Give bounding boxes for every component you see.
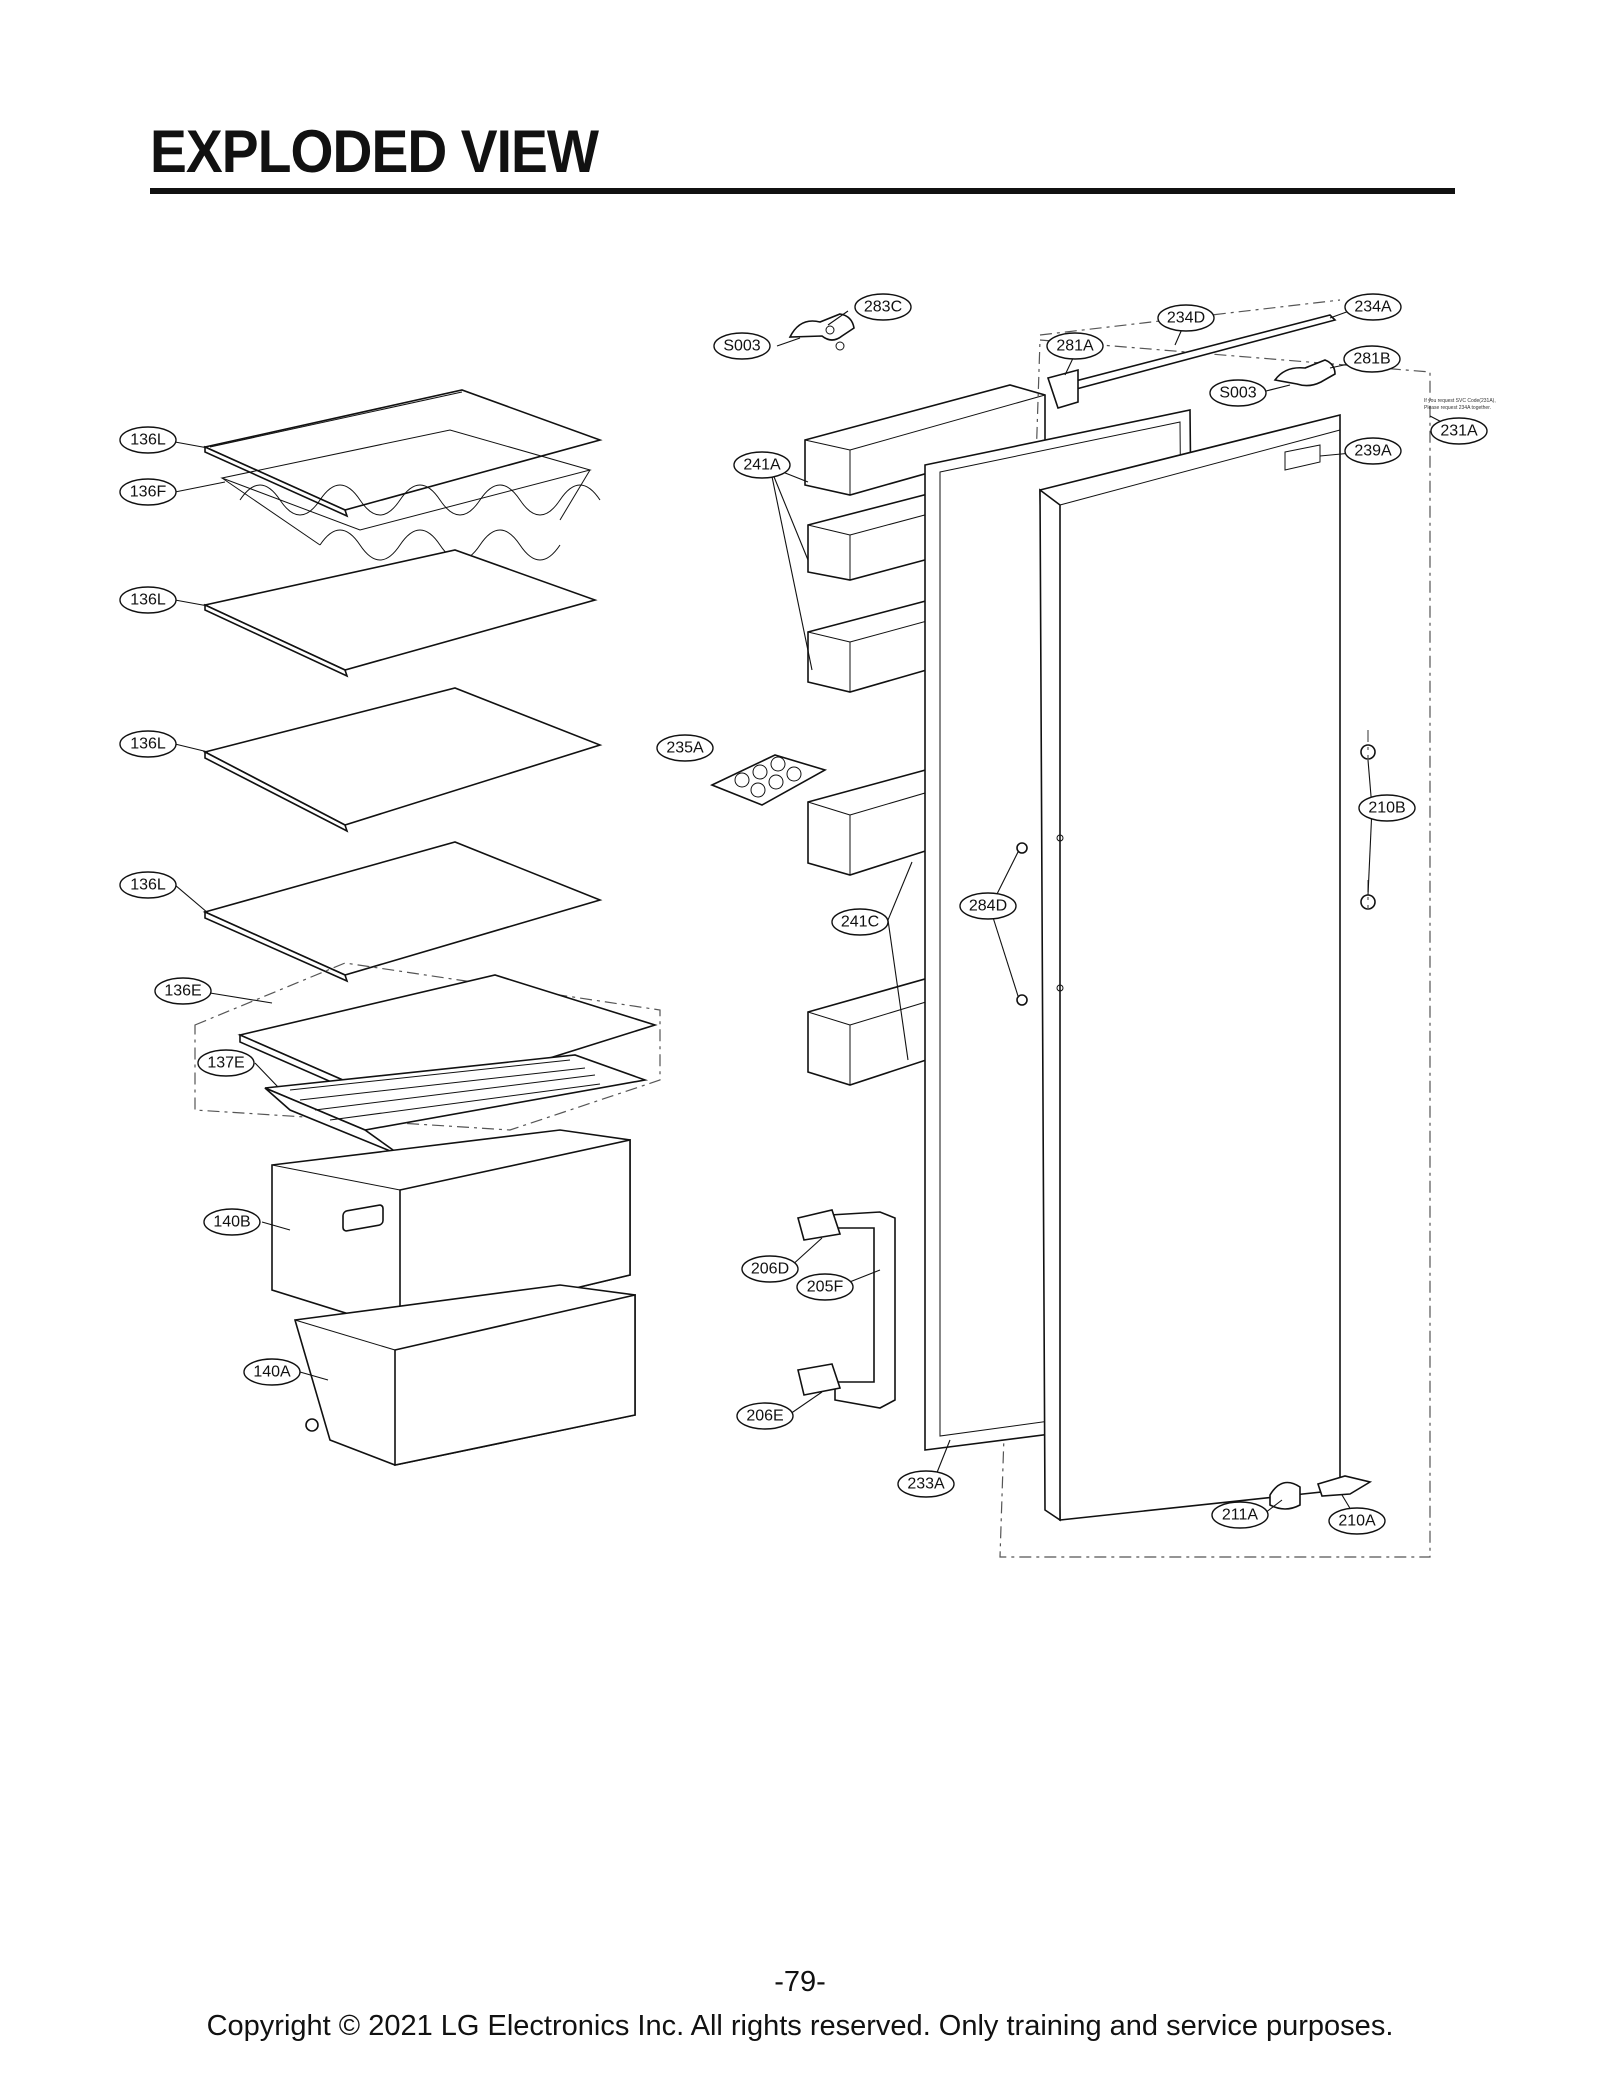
shelf-3-drawing bbox=[202, 687, 603, 833]
label-231a: 231A bbox=[1430, 417, 1488, 445]
egg-tray-drawing bbox=[710, 754, 828, 806]
label-210b: 210B bbox=[1358, 794, 1416, 822]
page-title: EXPLODED VIEW bbox=[150, 118, 599, 185]
svg-text:239A: 239A bbox=[1354, 443, 1392, 460]
bottom-hinge-drawing bbox=[1269, 1475, 1373, 1510]
svg-text:136L: 136L bbox=[130, 736, 166, 753]
svg-text:211A: 211A bbox=[1222, 1507, 1259, 1524]
svg-text:210A: 210A bbox=[1338, 1513, 1376, 1530]
svg-text:S003: S003 bbox=[1219, 385, 1256, 402]
svg-text:233A: 233A bbox=[907, 1476, 945, 1493]
svg-text:136E: 136E bbox=[164, 983, 201, 1000]
svg-text:231A: 231A bbox=[1440, 423, 1478, 440]
svg-text:136L: 136L bbox=[130, 877, 166, 894]
door-stopper-drawing bbox=[1360, 730, 1376, 910]
label-136l-2: 136L bbox=[119, 586, 177, 614]
label-241c: 241C bbox=[831, 908, 889, 936]
svg-text:136F: 136F bbox=[130, 484, 167, 501]
svg-text:206D: 206D bbox=[751, 1261, 789, 1278]
drawer-upper-drawing bbox=[271, 1129, 631, 1332]
copyright-notice: Copyright © 2021 LG Electronics Inc. All… bbox=[206, 2010, 1394, 2042]
label-234a: 234A bbox=[1344, 293, 1402, 321]
handle-drawing bbox=[797, 1209, 896, 1409]
label-234d: 234D bbox=[1157, 304, 1215, 332]
tray-drawing bbox=[264, 1054, 649, 1156]
shelf-4-drawing bbox=[202, 841, 603, 983]
label-140a: 140A bbox=[243, 1358, 301, 1386]
shelf-top-drawing bbox=[202, 389, 603, 518]
label-s003-top: S003 bbox=[713, 332, 771, 360]
label-136f: 136F bbox=[119, 478, 177, 506]
svg-text:140A: 140A bbox=[253, 1364, 291, 1381]
label-137e: 137E bbox=[197, 1049, 255, 1077]
label-210a: 210A bbox=[1328, 1507, 1386, 1535]
label-136l-3: 136L bbox=[119, 730, 177, 758]
label-283c: 283C bbox=[854, 293, 912, 321]
svg-text:284D: 284D bbox=[969, 898, 1007, 915]
exploded-view-diagram: If you request SVC Code(231A), Please re… bbox=[119, 293, 1496, 1558]
title-rule bbox=[150, 188, 1455, 194]
svg-text:206E: 206E bbox=[746, 1408, 783, 1425]
svg-text:235A: 235A bbox=[666, 740, 704, 757]
svg-text:241C: 241C bbox=[841, 914, 879, 931]
svg-text:205F: 205F bbox=[807, 1279, 844, 1296]
label-239a: 239A bbox=[1344, 437, 1402, 465]
svg-text:281B: 281B bbox=[1353, 351, 1390, 368]
label-281b: 281B bbox=[1343, 345, 1401, 373]
label-206d: 206D bbox=[741, 1255, 799, 1283]
shelf-2-drawing bbox=[202, 549, 598, 678]
svg-text:210B: 210B bbox=[1368, 800, 1405, 817]
door-panel-drawing bbox=[1039, 413, 1341, 1522]
svg-text:234A: 234A bbox=[1354, 299, 1392, 316]
label-281a: 281A bbox=[1046, 332, 1104, 360]
svg-text:283C: 283C bbox=[864, 299, 902, 316]
door-top-cap-drawing bbox=[1039, 299, 1341, 409]
label-235a: 235A bbox=[656, 734, 714, 762]
label-s003-door: S003 bbox=[1209, 379, 1267, 407]
label-206e: 206E bbox=[736, 1402, 794, 1430]
label-241a: 241A bbox=[733, 451, 791, 479]
label-140b: 140B bbox=[203, 1208, 261, 1236]
wine-rack-drawing bbox=[220, 429, 601, 561]
label-211a: 211A bbox=[1211, 1501, 1269, 1529]
label-233a: 233A bbox=[897, 1470, 955, 1498]
door-hinge-drawing bbox=[1273, 359, 1336, 387]
svg-text:281A: 281A bbox=[1056, 338, 1094, 355]
svg-text:137E: 137E bbox=[207, 1055, 244, 1072]
svg-text:136L: 136L bbox=[130, 592, 166, 609]
svg-text:S003: S003 bbox=[723, 338, 760, 355]
svg-text:241A: 241A bbox=[743, 457, 781, 474]
svg-text:234D: 234D bbox=[1167, 310, 1205, 327]
label-136l-4: 136L bbox=[119, 871, 177, 899]
page-number: -79- bbox=[774, 1966, 826, 1998]
note-231a-line-1: If you request SVC Code(231A), bbox=[1424, 398, 1496, 404]
pin-drawing bbox=[1016, 842, 1028, 1006]
note-231a-line-2: Please request 234A together. bbox=[1424, 405, 1491, 411]
svg-text:136L: 136L bbox=[130, 432, 166, 449]
label-136e: 136E bbox=[154, 977, 212, 1005]
drawer-lower-drawing bbox=[293, 1284, 636, 1466]
top-hinge-drawing bbox=[788, 313, 855, 351]
label-136l-1: 136L bbox=[119, 426, 177, 454]
svg-text:140B: 140B bbox=[213, 1214, 250, 1231]
label-205f: 205F bbox=[796, 1273, 854, 1301]
label-284d: 284D bbox=[959, 892, 1017, 920]
